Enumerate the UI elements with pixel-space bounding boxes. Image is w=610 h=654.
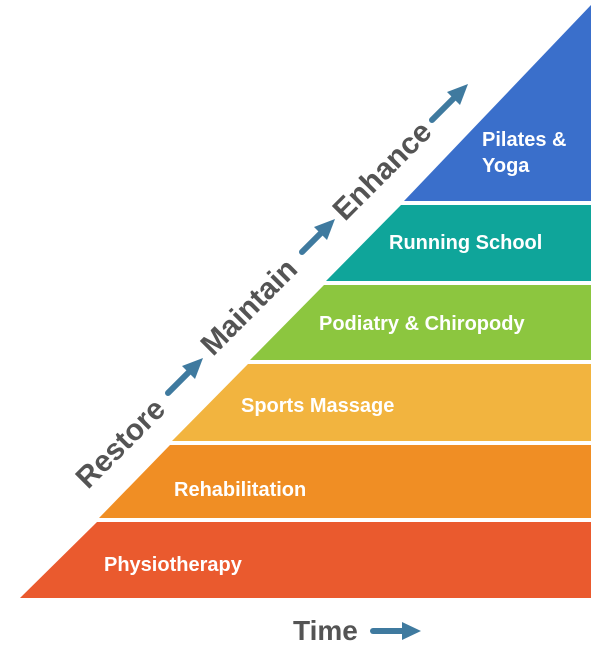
- layer-label-pilates-yoga-line-1: Pilates &: [482, 129, 566, 151]
- layer-podiatry-chiropody: [250, 285, 591, 360]
- layer-rehabilitation: [99, 445, 591, 518]
- stage-arrows: [165, 84, 468, 396]
- layer-running-school: [326, 205, 591, 281]
- layer-label-sports-massage: Sports Massage: [241, 395, 394, 417]
- layer-sports-massage: [172, 364, 591, 441]
- layer-pilates-yoga: [404, 5, 591, 201]
- arrow-maintain-to-enhance-icon: [299, 219, 335, 255]
- time-label: Time: [293, 615, 358, 646]
- layer-label-podiatry-chiropody: Podiatry & Chiropody: [319, 313, 525, 335]
- layer-physiotherapy: [20, 522, 591, 598]
- layer-label-rehabilitation: Rehabilitation: [174, 479, 306, 501]
- arrow-right-icon: [370, 622, 421, 640]
- layer-label-pilates-yoga-line-2: Yoga: [482, 155, 530, 177]
- time-axis: Time: [293, 615, 421, 646]
- layer-label-physiotherapy: Physiotherapy: [104, 554, 243, 576]
- layer-label-running-school: Running School: [389, 232, 542, 254]
- arrow-enhance-up-icon: [429, 84, 468, 123]
- layer-label-pilates-yoga: Pilates & Yoga: [482, 129, 572, 177]
- pyramid: [20, 5, 591, 598]
- arrow-restore-to-maintain-icon: [165, 358, 203, 396]
- layer-labels: Physiotherapy Rehabilitation Sports Mass…: [104, 129, 572, 576]
